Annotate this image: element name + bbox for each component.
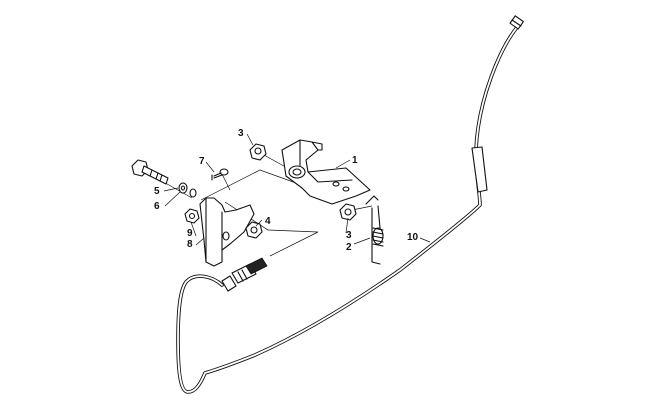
torsion-spring	[365, 195, 384, 265]
mounting-bracket	[199, 197, 255, 267]
nut-upper	[249, 143, 267, 161]
callout-5: 5	[154, 186, 160, 197]
callouts: 1 2 3 3 4 5 6 7 8 9 10	[154, 128, 419, 253]
callout-8: 8	[187, 239, 193, 250]
screw	[211, 168, 229, 181]
callout-9: 9	[187, 228, 193, 239]
cable-assembly	[176, 15, 524, 394]
shoulder-bolt	[131, 159, 169, 185]
nut-lower	[339, 203, 357, 221]
callout-6: 6	[154, 201, 160, 212]
washers	[178, 182, 197, 198]
callout-1: 1	[352, 155, 358, 166]
lock-nut	[184, 208, 200, 224]
callout-10: 10	[407, 232, 419, 243]
callout-3-upper: 3	[238, 128, 244, 139]
throttle-lever	[281, 139, 371, 205]
cable-end-adjuster	[221, 257, 268, 292]
callout-leaders	[163, 133, 431, 246]
callout-7: 7	[199, 156, 205, 167]
callout-3-lower: 3	[346, 230, 352, 241]
callout-4: 4	[265, 216, 271, 227]
callout-2: 2	[346, 242, 352, 253]
flange-nut	[245, 221, 263, 239]
